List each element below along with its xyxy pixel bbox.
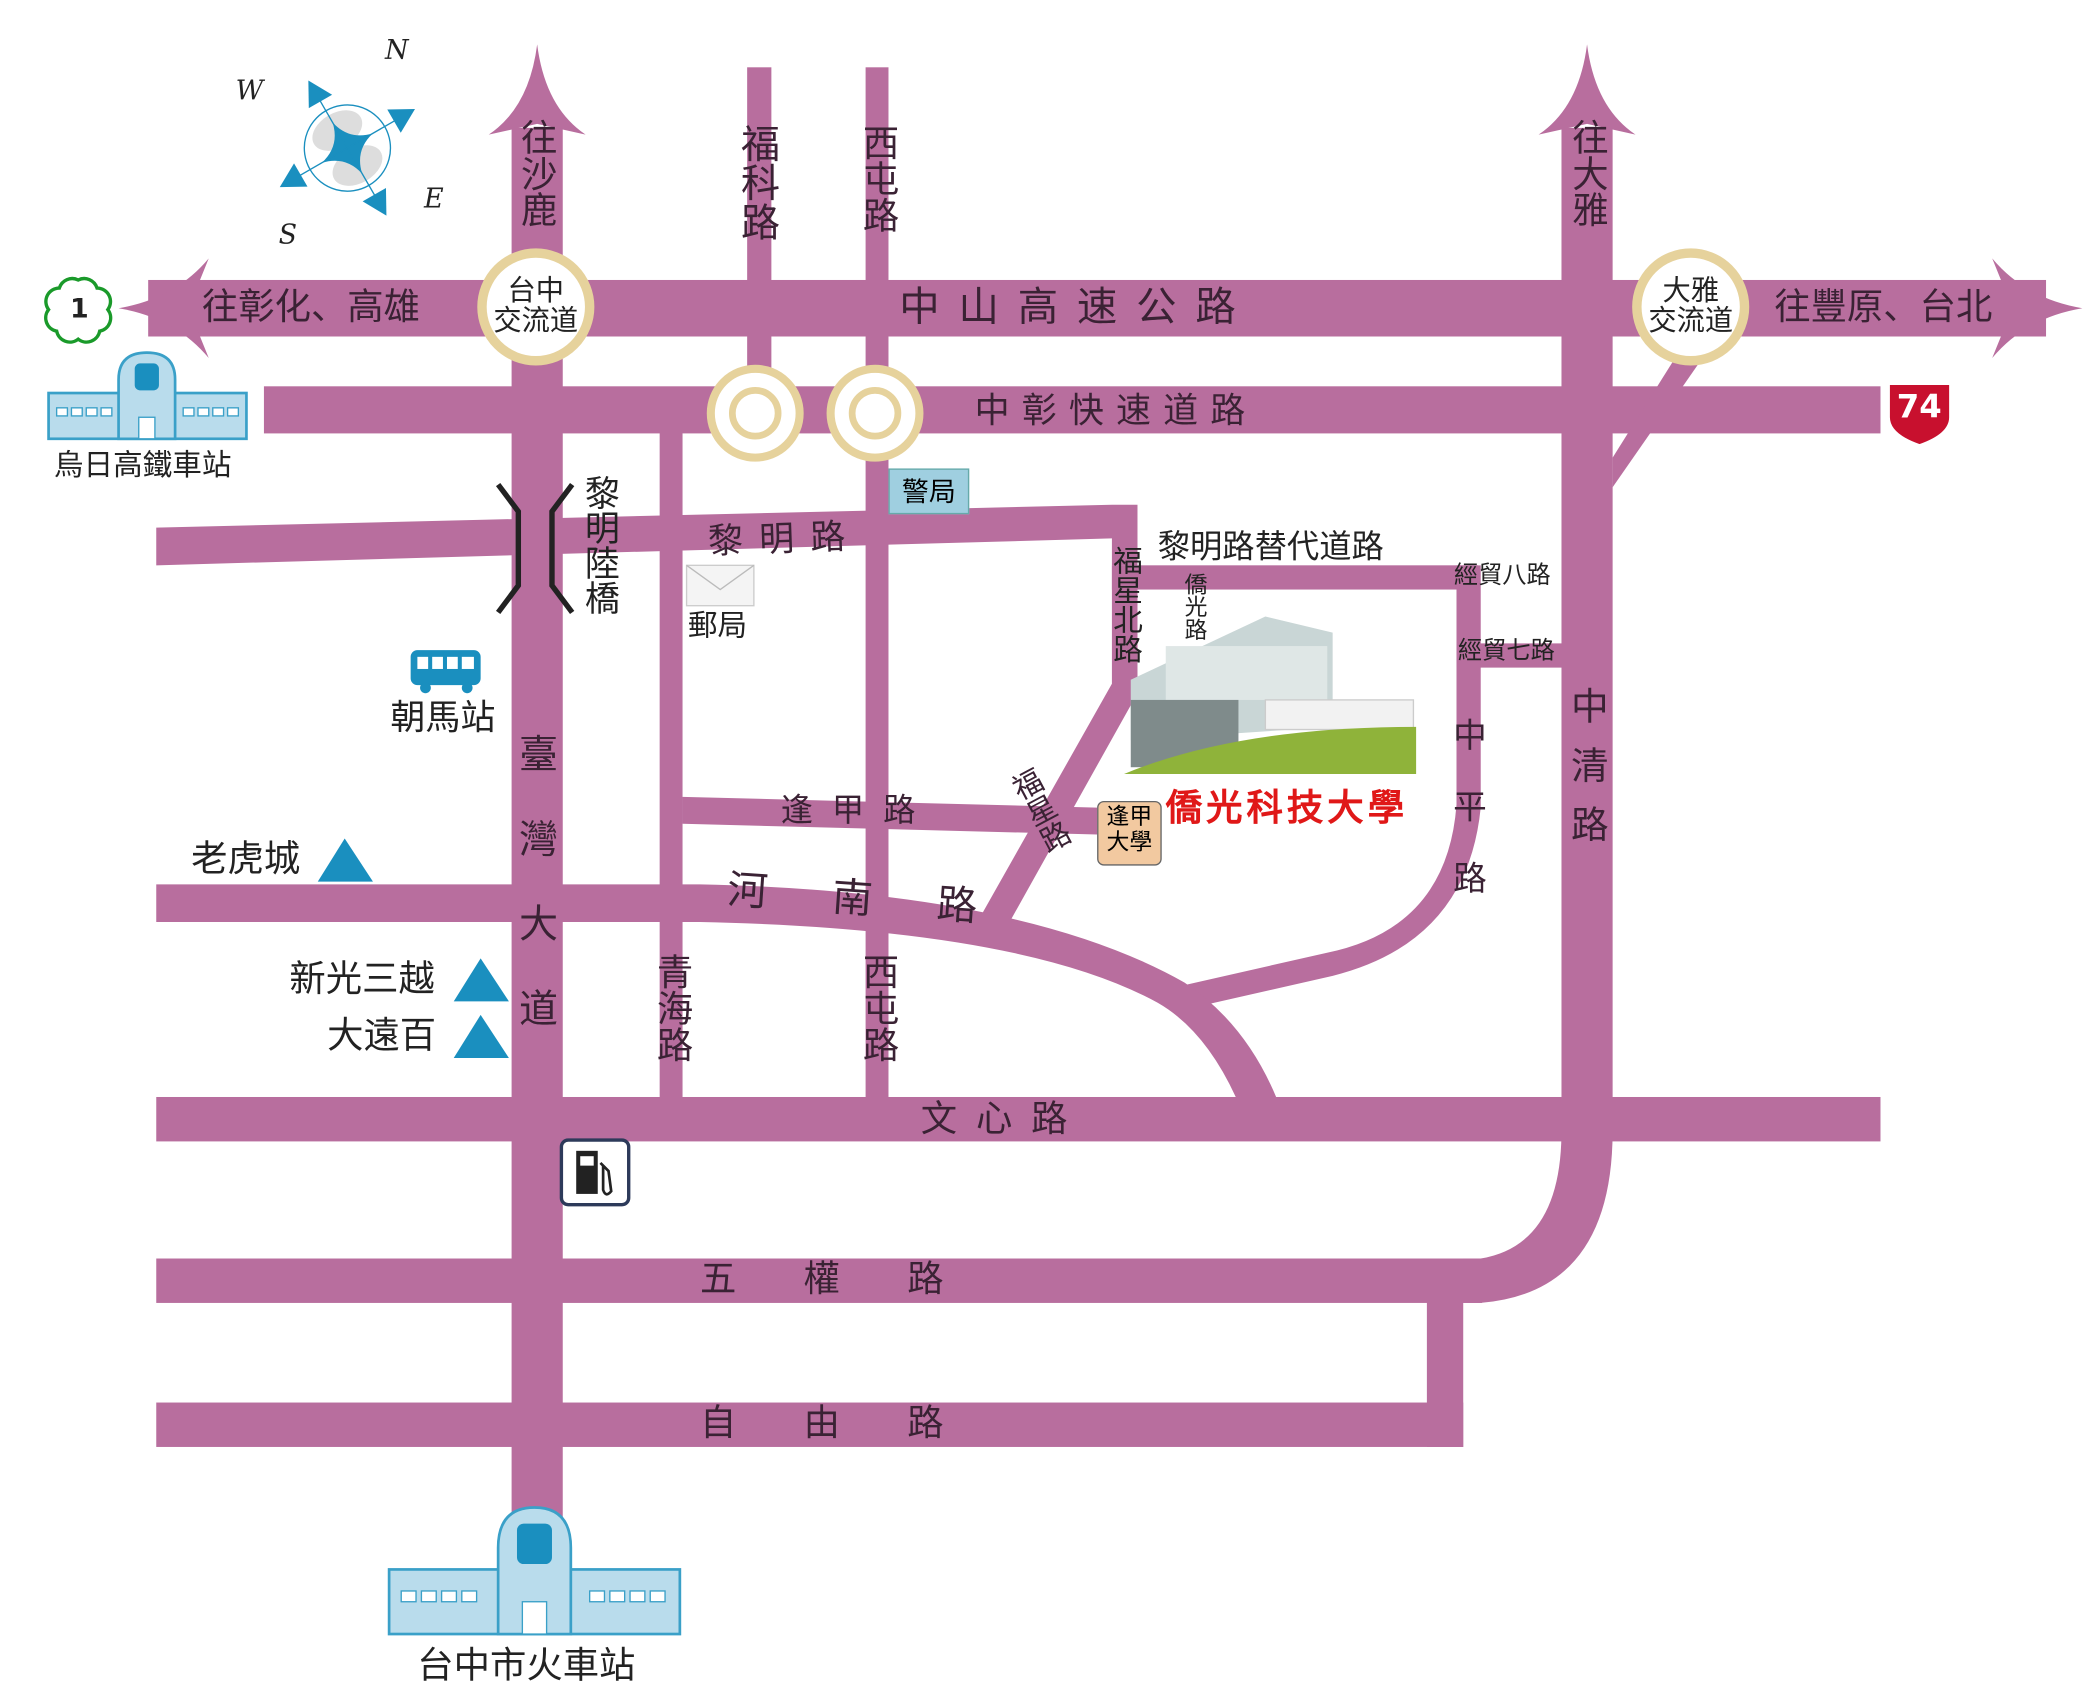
compass-west: W bbox=[235, 74, 264, 107]
road-liming-alt bbox=[1111, 565, 1479, 590]
interchange-taichung-label: 台中交流道 bbox=[485, 276, 587, 335]
road-zhongzhang-expressway bbox=[263, 386, 1881, 434]
road-label-jingmao8: 經貿八路 bbox=[1453, 561, 1551, 590]
compass-east: E bbox=[424, 181, 444, 215]
train-station-label: 台中市火車站 bbox=[417, 1644, 636, 1687]
freeway-shield-icon bbox=[44, 276, 113, 344]
overpass-bracket-icon bbox=[495, 482, 575, 615]
far-eastern-label: 大遠百 bbox=[327, 1014, 437, 1057]
direction-east-label: 往豐原、台北 bbox=[1774, 286, 1993, 329]
compass-icon bbox=[279, 80, 415, 216]
freeway-shield-number: 1 bbox=[69, 292, 89, 325]
university-photo bbox=[1124, 616, 1417, 774]
road-label-wuquan: 五權路 bbox=[699, 1258, 1011, 1301]
road-label-taiwan-blvd: 臺灣大道 bbox=[512, 733, 559, 1073]
compass-south: S bbox=[278, 218, 298, 251]
interchange-daya-label: 大雅交流道 bbox=[1640, 276, 1742, 335]
interchange-daya-line2: 交流道 bbox=[1648, 304, 1734, 337]
road-label-zhongping: 中平路 bbox=[1448, 717, 1488, 932]
university-name: 僑光科技大學 bbox=[1165, 787, 1409, 830]
road-label-liming: 黎明路 bbox=[707, 516, 863, 563]
road-label-jingmao7: 經貿七路 bbox=[1457, 636, 1555, 665]
road-fuke bbox=[747, 67, 772, 398]
road-label-zhongzhang-expressway: 中彰快速道路 bbox=[974, 391, 1258, 433]
tiger-city-label: 老虎城 bbox=[191, 838, 301, 881]
interchange-daya-ring bbox=[1632, 248, 1750, 366]
expressway-shield-number: 74 bbox=[1896, 387, 1942, 426]
road-label-ziyou: 自由路 bbox=[699, 1402, 1011, 1445]
road-label-xitun-south: 西屯路 bbox=[856, 953, 898, 1063]
compass-north: N bbox=[384, 33, 409, 66]
interchange-daya-line1: 大雅 bbox=[1662, 274, 1720, 307]
arrow-north-daya bbox=[1538, 44, 1636, 135]
road-label-wenxin: 文心路 bbox=[920, 1098, 1087, 1141]
shin-kong-label: 新光三越 bbox=[289, 958, 435, 1001]
arrow-west bbox=[118, 258, 209, 359]
road-label-fuke: 福科路 bbox=[734, 123, 781, 241]
road-label-henan: 河南路 bbox=[725, 866, 1044, 936]
shin-kong-marker-icon bbox=[453, 958, 509, 1002]
road-label-zhongqing: 中清路 bbox=[1565, 686, 1610, 865]
arrow-north-shalu bbox=[488, 44, 586, 135]
hsr-station-label: 烏日高鐵車站 bbox=[53, 449, 232, 484]
interchange-xitun-ring bbox=[826, 364, 924, 462]
road-fuxing bbox=[982, 565, 1138, 923]
ramp-daya bbox=[1612, 356, 1699, 488]
expressway-shield-icon bbox=[1887, 382, 1952, 447]
fcu-line1: 逢甲 bbox=[1106, 803, 1153, 831]
road-xitun bbox=[865, 67, 889, 1097]
road-label-xitun-north: 西屯路 bbox=[856, 123, 898, 233]
interchange-taichung-line1: 台中 bbox=[507, 274, 565, 307]
tiger-city-marker-icon bbox=[317, 838, 373, 882]
road-label-liming-alt: 黎明路替代道路 bbox=[1157, 527, 1384, 566]
interchange-taichung-line2: 交流道 bbox=[493, 304, 579, 337]
post-office-envelope-icon bbox=[685, 564, 755, 607]
bus-station-label: 朝馬站 bbox=[390, 698, 496, 740]
hsr-station-icon bbox=[47, 351, 248, 441]
road-wenxin bbox=[156, 1096, 1881, 1142]
fcu-line2: 大學 bbox=[1106, 828, 1153, 856]
road-ziyou bbox=[156, 1402, 1464, 1447]
arrow-east bbox=[1992, 258, 2083, 359]
far-eastern-marker-icon bbox=[453, 1014, 509, 1058]
road-wuquan bbox=[156, 1258, 1483, 1303]
road-label-zhongshan-freeway: 中山高速公路 bbox=[899, 284, 1255, 332]
interchange-fuke-ring bbox=[706, 364, 804, 462]
road-label-fuxing-north: 福星北路 bbox=[1107, 545, 1142, 664]
post-office-label: 郵局 bbox=[687, 609, 748, 644]
road-label-liming-overpass: 黎明陸橋 bbox=[578, 475, 620, 616]
train-station-icon bbox=[387, 1506, 682, 1636]
direction-north-daya-label: 往大雅 bbox=[1565, 118, 1608, 228]
road-fengjia bbox=[682, 796, 1098, 835]
bus-icon bbox=[410, 650, 481, 694]
police-station-label: 警局 bbox=[888, 468, 970, 515]
road-label-fengjia: 逢甲路 bbox=[780, 791, 935, 830]
direction-west-label: 往彰化、高雄 bbox=[201, 286, 420, 329]
fcu-label: 逢甲大學 bbox=[1097, 800, 1162, 866]
direction-north-shalu-label: 往沙鹿 bbox=[514, 118, 556, 228]
gas-station-icon bbox=[559, 1138, 631, 1207]
road-label-qinghai: 青海路 bbox=[650, 953, 692, 1063]
road-label-fuxing: 福星路 bbox=[1002, 764, 1075, 859]
road-henan bbox=[156, 884, 1277, 1097]
interchange-taichung-ring bbox=[477, 248, 595, 366]
road-liming bbox=[156, 504, 1138, 566]
road-label-qiaoguang: 僑光路 bbox=[1179, 572, 1207, 641]
